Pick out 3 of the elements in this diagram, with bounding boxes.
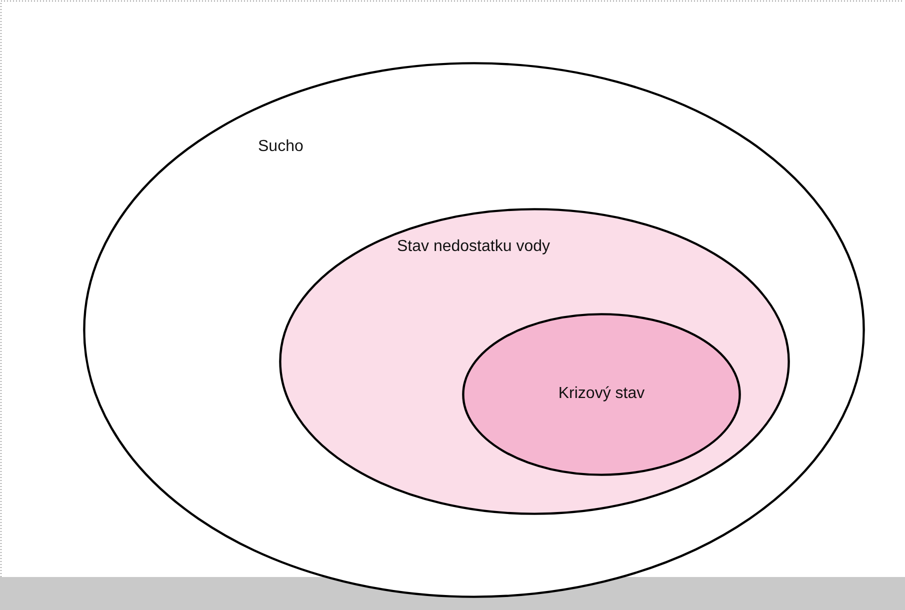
set-label: Krizový stav bbox=[557, 384, 646, 402]
set-label: Sucho bbox=[258, 138, 304, 156]
set-label: Stav nedostatku vody bbox=[397, 238, 550, 256]
